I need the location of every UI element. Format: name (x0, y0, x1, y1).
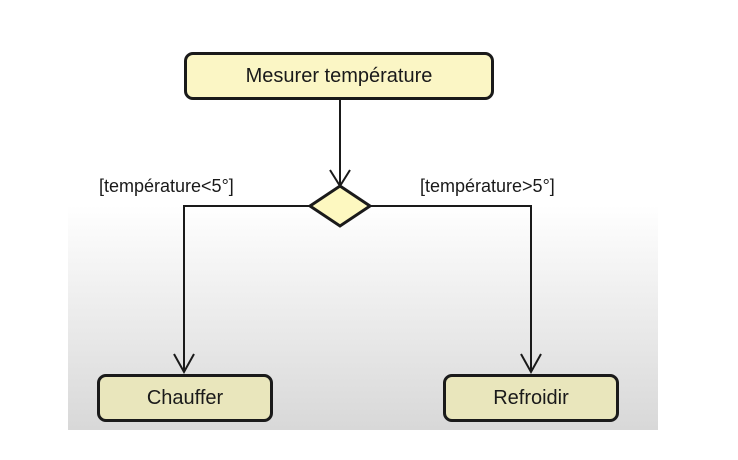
action-heat: Chauffer (97, 374, 273, 422)
guard-label-below-5: [température<5°] (99, 176, 234, 196)
arrowhead-cool (520, 353, 542, 375)
arrowhead-heat (173, 353, 195, 375)
edge-decision-to-cool (370, 205, 532, 372)
action-measure-label: Mesurer température (245, 64, 433, 87)
guard-label-above-5: [température>5°] (420, 176, 555, 196)
edge-decision-to-heat (183, 205, 310, 372)
action-heat-label: Chauffer (146, 386, 224, 409)
action-cool-label: Refroidir (493, 386, 569, 409)
decision-diamond (307, 184, 373, 228)
action-measure-temperature: Mesurer température (184, 52, 494, 100)
action-cool: Refroidir (443, 374, 619, 422)
